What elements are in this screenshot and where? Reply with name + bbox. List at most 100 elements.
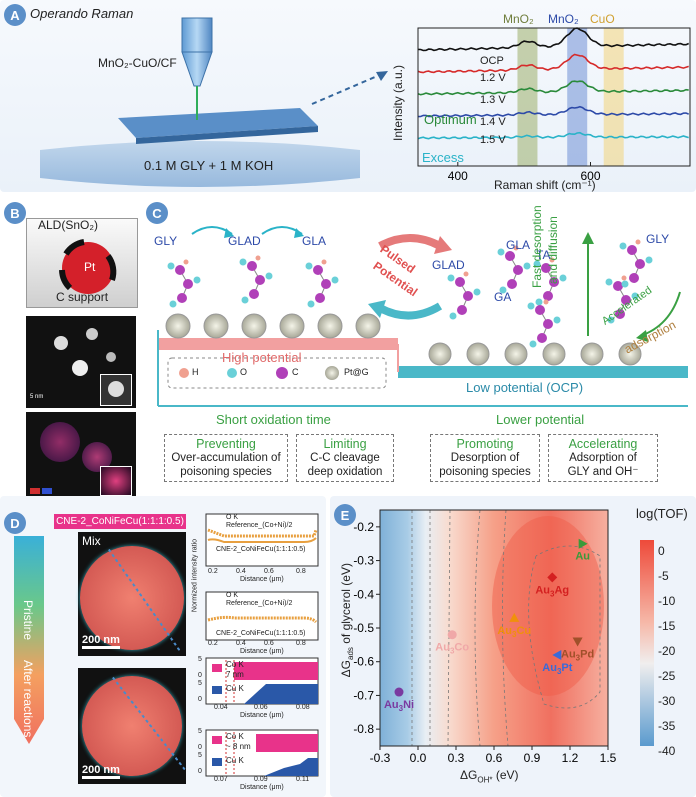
heatmap-point-5 (552, 649, 562, 660)
ald-label: ALD(SnO₂) (38, 218, 99, 232)
raman-band-0 (517, 28, 538, 166)
electrolyte-label: 0.1 M GLY + 1 M KOH (144, 158, 274, 173)
plot1-legend-ok: O K (226, 514, 239, 521)
series-label-13v: 1.3 V (480, 94, 506, 106)
panel-b-label: B (4, 202, 26, 224)
series-label-15v: 1.5 V (480, 134, 506, 146)
series-label-12v: 1.2 V (480, 72, 506, 84)
plot1-xtick-2: 0.4 (236, 568, 246, 575)
pristine-label: Pristine (21, 600, 35, 641)
species-ga: GA (494, 290, 512, 304)
colorbar-tick-3: -15 (658, 619, 676, 633)
panel-c-label: C (146, 202, 168, 224)
box-promoting-head: Promoting (456, 437, 514, 451)
heatmap-ylabel-main: ΔG (338, 659, 353, 678)
short-time-label: Short oxidation time (216, 412, 331, 427)
heatmap-ylabel-rest: of glycerol (eV) (338, 563, 353, 648)
heatmap-ytick-3: -0.5 (353, 621, 374, 635)
lower-potential-label: Lower potential (496, 412, 585, 427)
heatmap-ytick-5: -0.7 (353, 688, 374, 702)
colorbar-tick-8: -40 (658, 744, 676, 758)
plot4-ytick-1: 5 (198, 728, 202, 735)
box-preventing-line2: poisoning species (180, 466, 272, 478)
raman-series-1 (417, 53, 689, 74)
raman-xtick-1: 600 (580, 169, 600, 183)
box-promoting-line1: Desorption of (450, 452, 520, 464)
colorbar-tick-4: -20 (658, 644, 676, 658)
heatmap-ytick-0: -0.2 (353, 520, 374, 534)
plot3-xtick-3: 0.08 (296, 704, 310, 711)
heatmap-point-2 (509, 612, 520, 622)
legend-c: C (292, 367, 299, 377)
raman-series-2 (417, 80, 689, 96)
scale-label-2: 200 nm (82, 764, 120, 779)
box-preventing-line1: Over-accumulation of (171, 452, 281, 464)
series-label-ocp: OCP (480, 55, 504, 67)
plot1-xtick-3: 0.6 (264, 568, 274, 575)
box-accelerating: Accelerating Adsorption of GLY and OH⁻ (548, 434, 658, 482)
scale-label-1: 200 nm (82, 634, 120, 649)
colorbar-tick-1: -5 (658, 569, 669, 583)
plot3-xtick-2: 0.06 (254, 704, 268, 711)
heatmap-point-4 (572, 637, 583, 647)
fast-desorption-label: Fast desorption (530, 205, 544, 288)
plot2-xtick-1: 0.2 (208, 640, 218, 647)
heatmap-point-label-1: Au3Ag (535, 584, 569, 598)
box-preventing-head: Preventing (196, 437, 256, 451)
heatmap-point-label-5: Au3Pt (542, 662, 572, 676)
species-gla-right: GLA (506, 238, 531, 252)
pt-particle-right-2 (504, 342, 528, 366)
molecule-1 (239, 255, 273, 304)
molecule-8 (619, 239, 653, 288)
plot3-cu-label: Cu K (226, 684, 244, 693)
pt-particle-right-3 (542, 342, 566, 366)
tem-image: 5 nm (26, 316, 136, 408)
panel-a-title: Operando Raman (30, 6, 134, 21)
heatmap-point-3 (447, 630, 457, 640)
tem-scale-label: 5 nm (30, 394, 44, 400)
pristine-to-after-arrow (14, 536, 44, 744)
colorbar-tick-5: -25 (658, 669, 676, 683)
species-ta: TA (536, 248, 551, 262)
plot1-label: CNE-2_CoNiFeCu(1:1:1:0.5) (216, 546, 306, 553)
pt-particle-right-4 (580, 342, 604, 366)
box-limiting: Limiting C-C cleavage deep oxidation (296, 434, 394, 482)
molecule-6 (527, 299, 561, 348)
eds-mix-after: 200 nm (78, 668, 188, 784)
heatmap-point-label-2: Au3Cu (497, 625, 531, 639)
profile-plot-3 (205, 657, 319, 705)
heatmap-ytick-1: -0.3 (353, 554, 374, 568)
box-preventing: Preventing Over-accumulation of poisonin… (164, 434, 288, 482)
plot3-ytick-1: 5 (198, 656, 202, 663)
species-gla-left: GLA (302, 234, 327, 248)
heatmap-xtick-2: 0.3 (448, 751, 465, 765)
raman-xlabel: Raman shift (cm⁻¹) (494, 178, 596, 192)
colorbar-tick-6: -30 (658, 694, 676, 708)
heatmap-xtick-0: -0.3 (370, 751, 391, 765)
molecule-7 (605, 275, 639, 324)
plot4-co-label: Co K (226, 732, 244, 741)
pt-particle-left-5 (355, 313, 381, 339)
pt-particle-right-1 (466, 342, 490, 366)
sample-title: CNE-2_CoNiFeCu(1:1:1:0.5) (54, 514, 186, 529)
raman-ylabel: Intensity (a.u.) (391, 64, 405, 142)
heatmap-xlabel: ΔGOH* (eV) (460, 768, 519, 784)
box-limiting-line2: deep oxidation (307, 466, 383, 478)
box-limiting-line1: C-C cleavage (310, 452, 380, 464)
box-limiting-head: Limiting (323, 437, 367, 451)
plot3-ytick-3: 5 (198, 680, 202, 687)
heatmap-xlabel-unit: (eV) (492, 768, 519, 782)
heatmap-ytick-6: -0.8 (353, 722, 374, 736)
plot2-label: CNE-2_CoNiFeCu(1:1:1:0.5) (216, 630, 306, 637)
plot1-xtick-4: 0.8 (296, 568, 306, 575)
heatmap-point-1 (547, 572, 558, 583)
band-label-cuo: CuO (590, 12, 615, 26)
heatmap-ytick-2: -0.4 (353, 587, 374, 601)
pt-label: Pt (84, 260, 96, 274)
plot4-xtick-3: 0.11 (296, 776, 310, 783)
profile-plot-1 (205, 513, 319, 567)
panel-a-label: A (4, 4, 26, 26)
high-potential-label: High potential (222, 350, 302, 365)
box-accelerating-line1: Adsorption of (569, 452, 637, 464)
panel-d-label: D (4, 512, 26, 534)
